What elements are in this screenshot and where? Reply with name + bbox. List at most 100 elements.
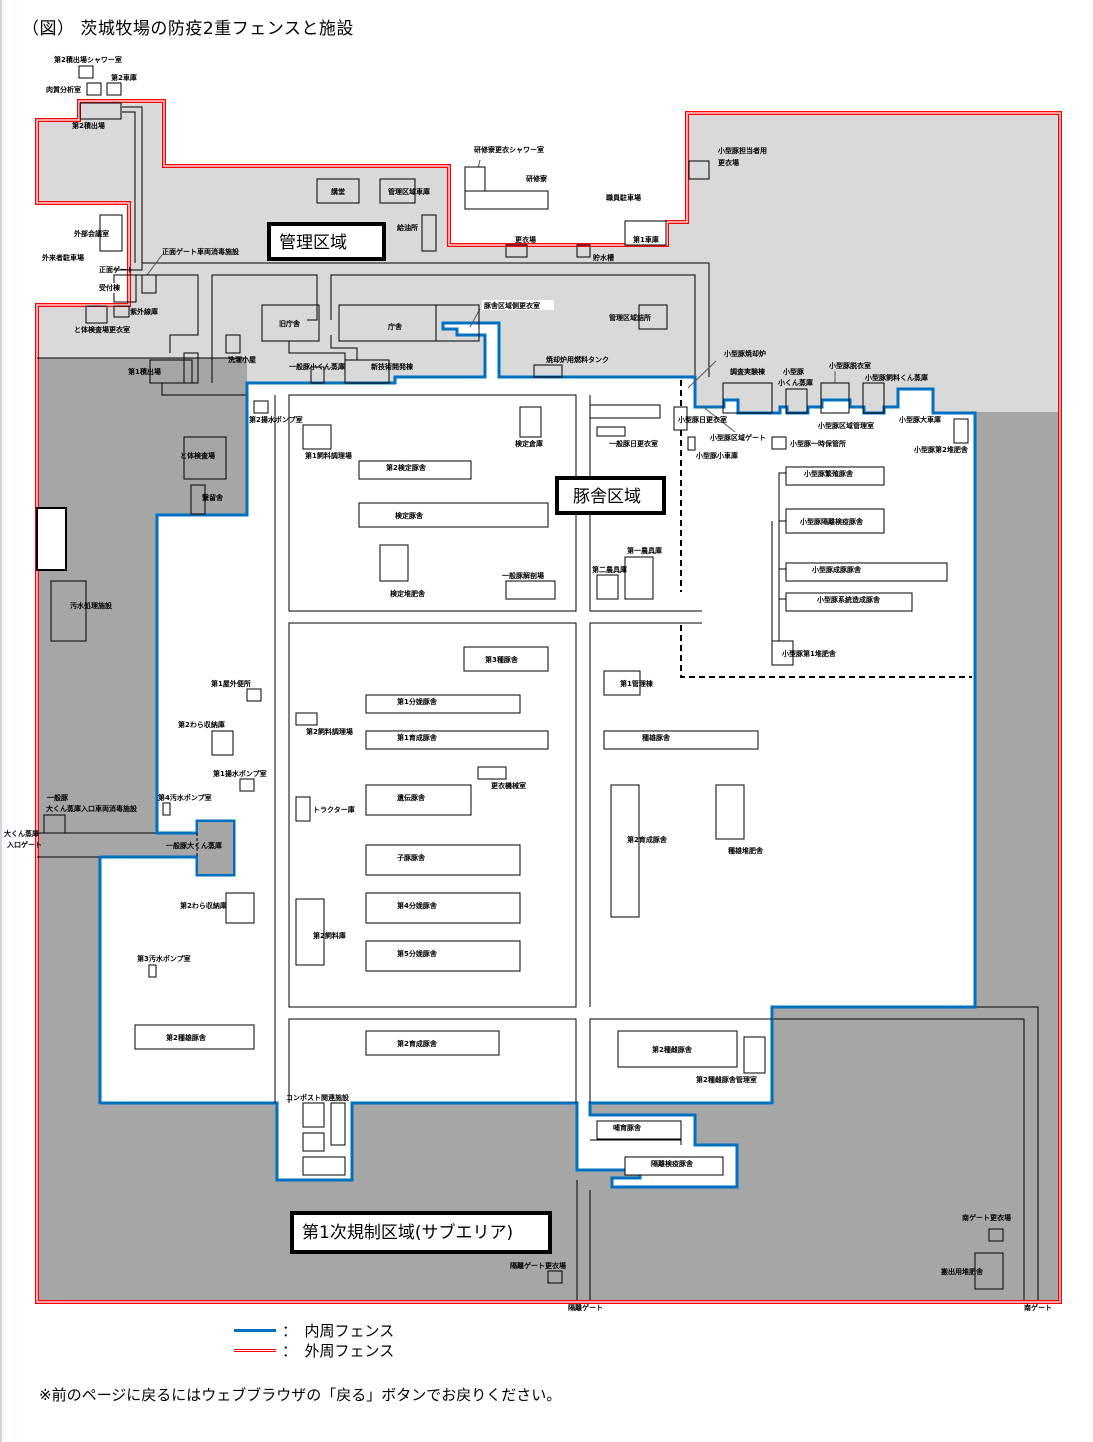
facility-label: 管理区域詰所 — [609, 313, 651, 322]
inner-fence — [98, 321, 977, 1189]
zone-label-management: 管理区域 — [267, 222, 386, 261]
facility-label: 第1飼料調理場 — [305, 451, 352, 460]
facility-label: 南ゲート — [1024, 1303, 1052, 1312]
facility-label: 外部会議室 — [74, 229, 109, 238]
facility-label: 一般豚解剖場 — [502, 571, 544, 580]
facility-label: 小型豚焼却炉 — [723, 349, 766, 358]
facility-label: 研修寮 — [526, 174, 548, 183]
facility-label: 大くん蒸庫入口車両消毒施設 — [46, 804, 138, 813]
facility-label: 第2育成豚舎 — [627, 835, 668, 844]
svg-text:管理区域: 管理区域 — [279, 233, 347, 253]
facility-label: 正面ゲート車両消毒施設 — [162, 247, 240, 256]
facility-label: 更衣場 — [515, 235, 536, 244]
facility-label: 第1揚水ポンプ室 — [213, 769, 267, 778]
facility-label: 一般豚大くん蒸庫 — [166, 841, 222, 850]
facility-label: 哺育豚舎 — [613, 1123, 642, 1132]
facility-label: 検定豚舎 — [395, 511, 424, 520]
facility-label: 第1育成豚舎 — [397, 733, 438, 742]
facility-label: 繋留舎 — [201, 493, 224, 502]
facility-label: 貯水槽 — [593, 253, 614, 262]
facility-label: 新技術開発棟 — [371, 362, 414, 371]
facility-label: 第2わら収納庫 — [178, 720, 225, 729]
facility-label: 第2飼料庫 — [313, 931, 346, 940]
facility-label: 管理区域車庫 — [388, 187, 430, 196]
facility-label: 第1屋外便所 — [211, 679, 251, 688]
facility-label: 小型豚成豚豚舎 — [811, 565, 862, 574]
buildings — [36, 65, 1004, 1290]
facility-label: 小型豚日更衣室 — [677, 415, 727, 424]
facility-label: と体検査場 — [180, 451, 215, 460]
facility-label: 第1車庫 — [633, 235, 659, 244]
legend-item-outer-fence: ： 外周フェンス — [234, 1340, 394, 1360]
facility-label: 小型豚区域管理室 — [817, 421, 874, 430]
facility-label: 一般豚 — [47, 793, 69, 802]
facility-label: 第4汚水ポンプ室 — [158, 793, 212, 802]
zone-label-pig-barns: 豚舎区域 — [555, 476, 666, 515]
facility-labels: 第2積出場シャワー室 第2車庫 肉質分析室 第2積出場 外部会議室 外来者駐車場… — [4, 55, 1052, 1312]
facility-label: 第1積出場 — [128, 367, 161, 376]
page-title: （図） 茨城牧場の防疫2重フェンスと施設 — [22, 19, 354, 39]
facility-label: 第2わら収納庫 — [180, 901, 227, 910]
facility-label: 隔離ゲート更衣場 — [510, 1261, 566, 1270]
facility-label: 隔離ゲート — [568, 1303, 603, 1312]
facility-label: 第2育成豚舎 — [397, 1039, 438, 1048]
facility-label: 第4分娩豚舎 — [397, 901, 438, 910]
facility-label: 第1分娩豚舎 — [397, 697, 438, 706]
facility-label: 小型豚区域ゲート — [709, 433, 766, 442]
legend: ： 内周フェンス ： 外周フェンス — [234, 1320, 394, 1360]
back-note: ※前のページに戻るにはウェブブラウザの「戻る」ボタンでお戻りください。 — [39, 1386, 562, 1404]
facility-label: 第2飼料調理場 — [306, 727, 353, 736]
svg-text:第1次規制区域(サブエリア): 第1次規制区域(サブエリア) — [302, 1222, 513, 1243]
facility-label: 第2車庫 — [111, 73, 137, 82]
facility-label: 第2積出場 — [72, 121, 105, 130]
facility-label: 大くん蒸庫 — [4, 829, 39, 838]
roads — [37, 106, 1039, 1300]
facility-label: 小型豚担当者用 — [717, 146, 767, 155]
management-area — [37, 101, 1060, 412]
facility-label: 小型豚第2堆肥舎 — [913, 445, 969, 454]
facility-label: 小型豚小車庫 — [695, 451, 738, 460]
red-double-line-icon — [234, 1348, 276, 1352]
facility-label: 種雄堆肥舎 — [728, 846, 764, 855]
facility-label: 調査実験棟 — [730, 367, 766, 376]
facility-label: 更衣機械室 — [491, 781, 526, 790]
facility-label: 第5分娩豚舎 — [397, 949, 438, 958]
structure-lines — [146, 159, 972, 1145]
facility-label: 小型豚繁殖豚舎 — [803, 469, 854, 478]
facility-label: 検定堆肥舎 — [390, 589, 426, 598]
facility-label: 第2種雌豚舎 — [652, 1045, 693, 1054]
facility-label: 一般豚小くん蒸庫 — [289, 362, 345, 371]
facility-label: 給油所 — [397, 223, 418, 232]
facility-label: 搬出用堆肥舎 — [941, 1267, 984, 1276]
facility-label: 第3汚水ポンプ室 — [137, 954, 191, 963]
facility-label: 第2揚水ポンプ室 — [249, 415, 303, 424]
facility-label: 紫外線庫 — [130, 307, 158, 316]
facility-label: 講堂 — [331, 187, 345, 196]
facility-label: 庁舎 — [387, 322, 403, 331]
facility-label: 第2種雄豚舎 — [166, 1033, 207, 1042]
facility-label: 種雄豚舎 — [642, 733, 671, 742]
facility-label: 小型豚 — [782, 367, 805, 376]
facility-label: 小型豚系統造成豚舎 — [816, 595, 881, 604]
facility-label: 小型豚飼料くん蒸庫 — [864, 373, 928, 382]
facility-label: 入口ゲート — [6, 840, 42, 849]
blue-line-icon — [234, 1328, 276, 1332]
facility-label: 小型豚大車庫 — [898, 415, 941, 424]
facility-label: 一般豚日更衣室 — [609, 439, 658, 448]
facility-label: 隔離検疫豚舎 — [651, 1159, 694, 1168]
facility-label: 外来者駐車場 — [42, 253, 84, 262]
facility-label: 第二農具庫 — [592, 565, 627, 574]
legend-item-inner-fence: ： 内周フェンス — [234, 1320, 394, 1340]
facility-label: 第2種雌豚舎管理室 — [696, 1075, 757, 1084]
facility-label: 南ゲート更衣場 — [962, 1213, 1011, 1222]
zone-label-primary-regulated: 第1次規制区域(サブエリア) — [290, 1211, 552, 1254]
facility-label: 第1管理棟 — [620, 679, 654, 688]
facility-label: 旧庁舎 — [279, 319, 301, 328]
facility-label: 汚水処理施設 — [70, 601, 113, 610]
facility-label: と体検査場更衣室 — [74, 325, 130, 334]
facility-label: 遺伝豚舎 — [396, 793, 426, 802]
facility-label: 小型豚第1堆肥舎 — [781, 649, 837, 658]
facility-label: 正面ゲート — [99, 265, 134, 274]
svg-text:豚舎区域: 豚舎区域 — [573, 487, 641, 507]
